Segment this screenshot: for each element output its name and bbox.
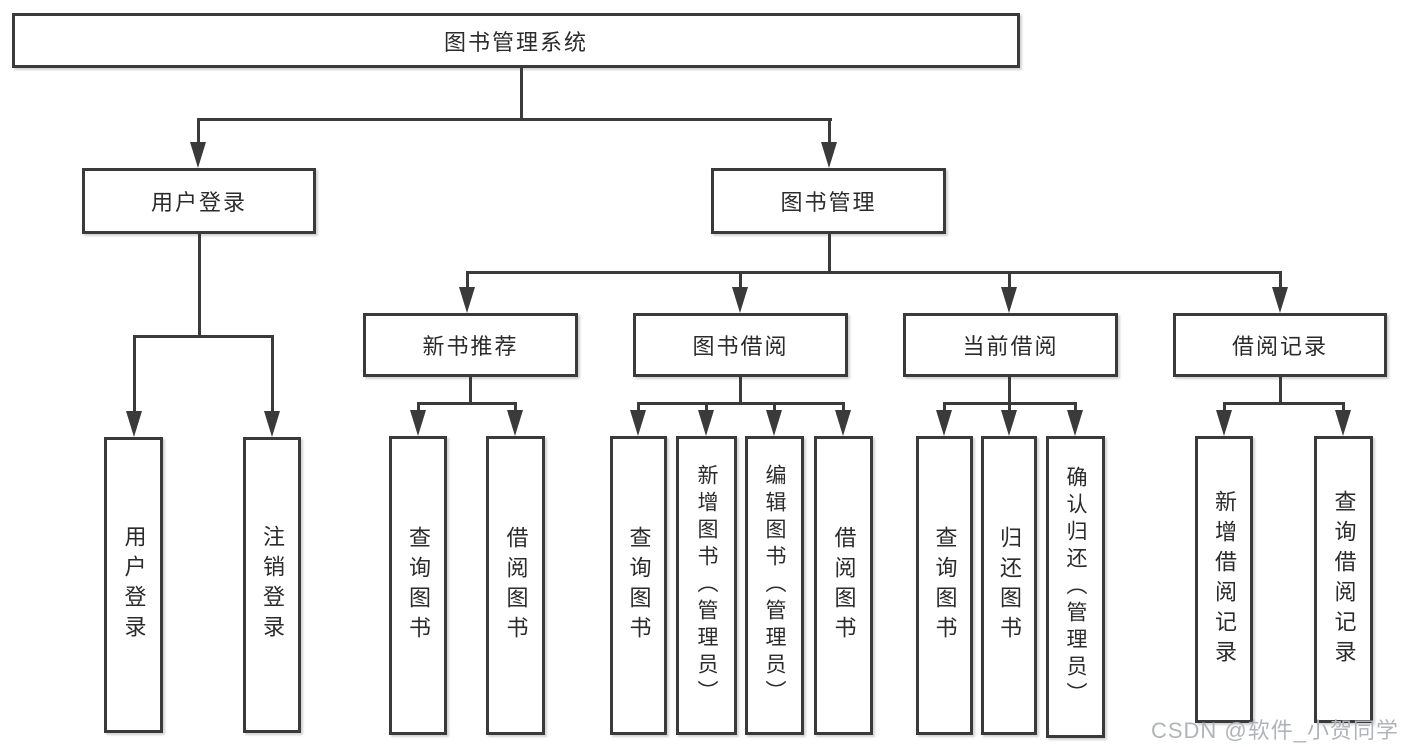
leaf-add-book-admin: 新增图书（管理员） — [676, 436, 737, 735]
connector-h-line — [466, 271, 1282, 274]
connector-h-line — [637, 402, 844, 405]
arrow-down-icon — [1067, 410, 1083, 436]
connector-v-line — [1008, 271, 1011, 291]
arrow-down-icon — [1272, 287, 1288, 313]
connector-v-line — [466, 271, 469, 291]
connector-v-line — [842, 402, 845, 414]
leaf-user-login: 用户登录 — [104, 437, 163, 733]
arrow-down-icon — [126, 411, 142, 437]
node-book-management: 图书管理 — [711, 168, 946, 234]
connector-v-line — [828, 234, 831, 274]
arrow-down-icon — [835, 410, 851, 436]
leaf-borrow-books: 借阅图书 — [814, 436, 873, 735]
arrow-down-icon — [1335, 410, 1351, 436]
connector-v-line — [1279, 377, 1282, 405]
connector-h-line — [417, 402, 516, 405]
arrow-down-icon — [936, 410, 952, 436]
arrow-down-icon — [1001, 410, 1017, 436]
connector-v-line — [828, 118, 831, 146]
connector-v-line — [197, 118, 200, 146]
arrow-down-icon — [1216, 410, 1232, 436]
arrow-down-icon — [732, 287, 748, 313]
connector-v-line — [1223, 402, 1226, 414]
arrow-down-icon — [766, 410, 782, 436]
connector-v-line — [1279, 271, 1282, 291]
leaf-edit-book-admin: 编辑图书（管理员） — [745, 436, 804, 735]
connector-v-line — [739, 271, 742, 291]
leaf-query-books-recommend: 查询图书 — [389, 436, 447, 735]
arrow-down-icon — [410, 410, 426, 436]
node-book-management-system: 图书管理系统 — [12, 13, 1020, 68]
connector-v-line — [1008, 402, 1011, 414]
connector-h-line — [197, 118, 832, 121]
leaf-logout: 注销登录 — [243, 437, 301, 733]
connector-h-line — [133, 335, 274, 338]
node-current-borrow: 当前借阅 — [903, 313, 1118, 377]
node-borrow-records: 借阅记录 — [1173, 313, 1387, 377]
connector-v-line — [739, 377, 742, 405]
leaf-query-books-borrow: 查询图书 — [610, 436, 667, 735]
connector-v-line — [133, 335, 136, 412]
leaf-query-borrow-record: 查询借阅记录 — [1314, 436, 1373, 723]
connector-v-line — [637, 402, 640, 414]
connector-v-line — [1074, 402, 1077, 414]
leaf-borrow-books-recommend: 借阅图书 — [486, 436, 545, 735]
leaf-add-borrow-record: 新增借阅记录 — [1195, 436, 1253, 723]
connector-v-line — [705, 402, 708, 414]
watermark: CSDN @软件_小贺同学 — [1150, 718, 1399, 743]
connector-v-line — [943, 402, 946, 414]
arrow-down-icon — [264, 411, 280, 437]
leaf-query-books-current: 查询图书 — [916, 436, 973, 735]
node-user-login: 用户登录 — [82, 168, 316, 234]
connector-v-line — [1008, 377, 1011, 405]
node-book-borrow: 图书借阅 — [633, 313, 848, 377]
arrow-down-icon — [821, 142, 837, 168]
connector-v-line — [198, 234, 201, 338]
leaf-return-book: 归还图书 — [981, 436, 1037, 735]
arrow-down-icon — [507, 410, 523, 436]
connector-v-line — [520, 68, 523, 120]
connector-v-line — [1342, 402, 1345, 414]
connector-v-line — [773, 402, 776, 414]
connector-v-line — [271, 335, 274, 412]
arrow-down-icon — [1001, 287, 1017, 313]
connector-v-line — [514, 402, 517, 414]
arrow-down-icon — [190, 142, 206, 168]
connector-h-line — [1223, 402, 1344, 405]
node-new-book-recommend: 新书推荐 — [363, 313, 578, 377]
arrow-down-icon — [698, 410, 714, 436]
connector-v-line — [469, 377, 472, 405]
arrow-down-icon — [459, 287, 475, 313]
leaf-confirm-return-admin: 确认归还（管理员） — [1046, 436, 1105, 738]
connector-v-line — [417, 402, 420, 414]
arrow-down-icon — [630, 410, 646, 436]
